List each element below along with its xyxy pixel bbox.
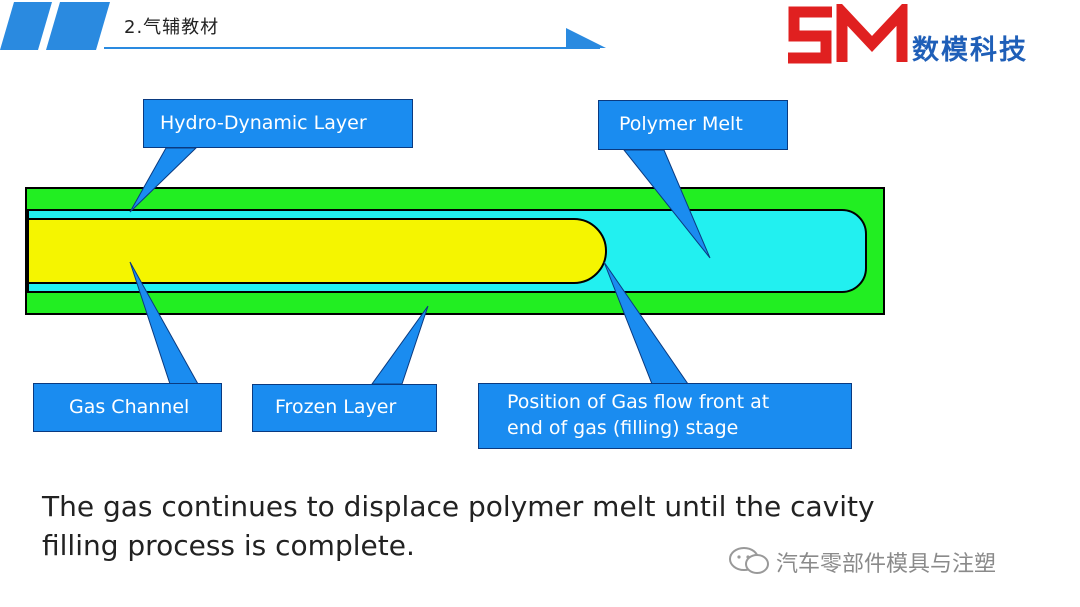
header-bar <box>0 2 606 50</box>
logo-m <box>836 4 908 62</box>
brand-text: 数模科技 <box>912 35 1028 66</box>
callout-gas-flow-front-label: Position of Gas flow front at end of gas… <box>507 391 770 439</box>
header-triangle <box>566 28 606 48</box>
section-title: 2.气辅教材 <box>124 17 220 38</box>
header-stripe-1 <box>0 2 52 50</box>
callout-hydro-dynamic-label: Hydro-Dynamic Layer <box>160 111 367 134</box>
pointer-frozen-layer <box>371 305 429 385</box>
callout-polymer-melt-label: Polymer Melt <box>619 113 743 136</box>
gas-channel-region <box>27 218 607 284</box>
callout-polymer-melt: Polymer Melt <box>598 100 788 150</box>
callout-hydro-dynamic-layer: Hydro-Dynamic Layer <box>143 99 413 148</box>
header-stripe-2 <box>46 2 110 50</box>
logo-s <box>788 6 832 64</box>
wechat-icon <box>729 547 769 574</box>
callout-gas-channel: Gas Channel <box>33 383 222 432</box>
callout-frozen-layer: Frozen Layer <box>252 384 437 432</box>
callout-frozen-layer-label: Frozen Layer <box>275 396 397 419</box>
pointer-polymer-melt <box>622 149 711 259</box>
callout-gas-channel-label: Gas Channel <box>69 395 190 418</box>
caption-text: The gas continues to displace polymer me… <box>42 490 875 563</box>
sm-logo-icon <box>788 4 908 64</box>
callout-gas-flow-front: Position of Gas flow front at end of gas… <box>478 383 852 449</box>
watermark-text: 汽车零部件模具与注塑 <box>776 552 997 577</box>
pointer-hydro-dynamic <box>129 147 198 213</box>
